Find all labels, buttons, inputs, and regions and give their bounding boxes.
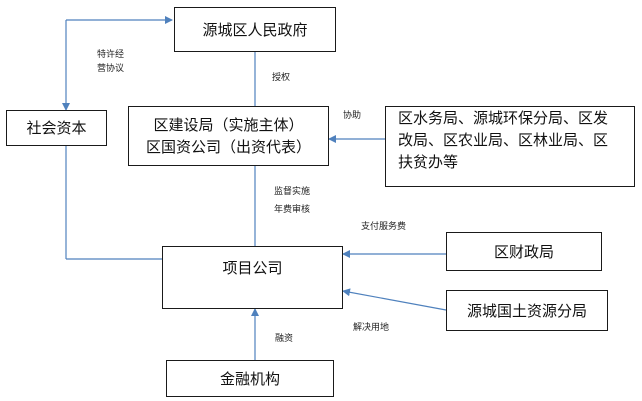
social-capital-box: 社会资本: [6, 110, 107, 146]
financial-institution-label: 金融机构: [219, 369, 280, 388]
supervise-label-line2: 年费审核: [274, 205, 311, 215]
financing-label: 融资: [275, 334, 294, 344]
other-bureaus-box: 区水务局、源城环保分局、区发 改局、区农业局、区林业局、区 扶贫办等: [385, 106, 635, 187]
resolve-land-label: 解决用地: [353, 323, 390, 333]
land-bureau-box: 源城国土资源分局: [446, 290, 608, 331]
resolve-land-connector: [342, 288, 447, 311]
franchise-label-line2: 营协议: [97, 64, 125, 74]
other-bureaus-label-line3: 扶贫办等: [398, 153, 459, 171]
government-box: 源城区人民政府: [174, 7, 336, 52]
franchise-label: 特许经 营协议: [97, 48, 124, 76]
finance-bureau-box: 区财政局: [446, 232, 602, 271]
social-capital-label: 社会资本: [26, 119, 87, 137]
other-bureaus-label-line2: 改局、区农业局、区林业局、区: [398, 131, 609, 149]
project-company-box: 项目公司: [162, 246, 343, 309]
government-label: 源城区人民政府: [202, 20, 308, 39]
other-bureaus-label-line1: 区水务局、源城环保分局、区发: [398, 109, 609, 127]
project-company-label: 项目公司: [222, 259, 283, 277]
construction-bureau-label-line2: 区国资公司（出资代表）: [145, 138, 311, 156]
assist-label: 协助: [343, 111, 362, 121]
supervise-label: 监督实施 年费审核: [274, 185, 310, 217]
franchise-label-line1: 特许经: [97, 50, 125, 60]
finance-bureau-label: 区财政局: [493, 242, 554, 261]
pay-service-fee-label: 支付服务费: [361, 222, 407, 232]
authorize-label: 授权: [272, 73, 291, 83]
construction-bureau-label-line1: 区建设局（实施主体）: [153, 116, 304, 134]
financial-institution-box: 金融机构: [166, 360, 334, 397]
supervise-label-line1: 监督实施: [274, 187, 311, 197]
land-bureau-label: 源城国土资源分局: [466, 301, 587, 320]
construction-bureau-box: 区建设局（实施主体） 区国资公司（出资代表）: [128, 106, 329, 166]
